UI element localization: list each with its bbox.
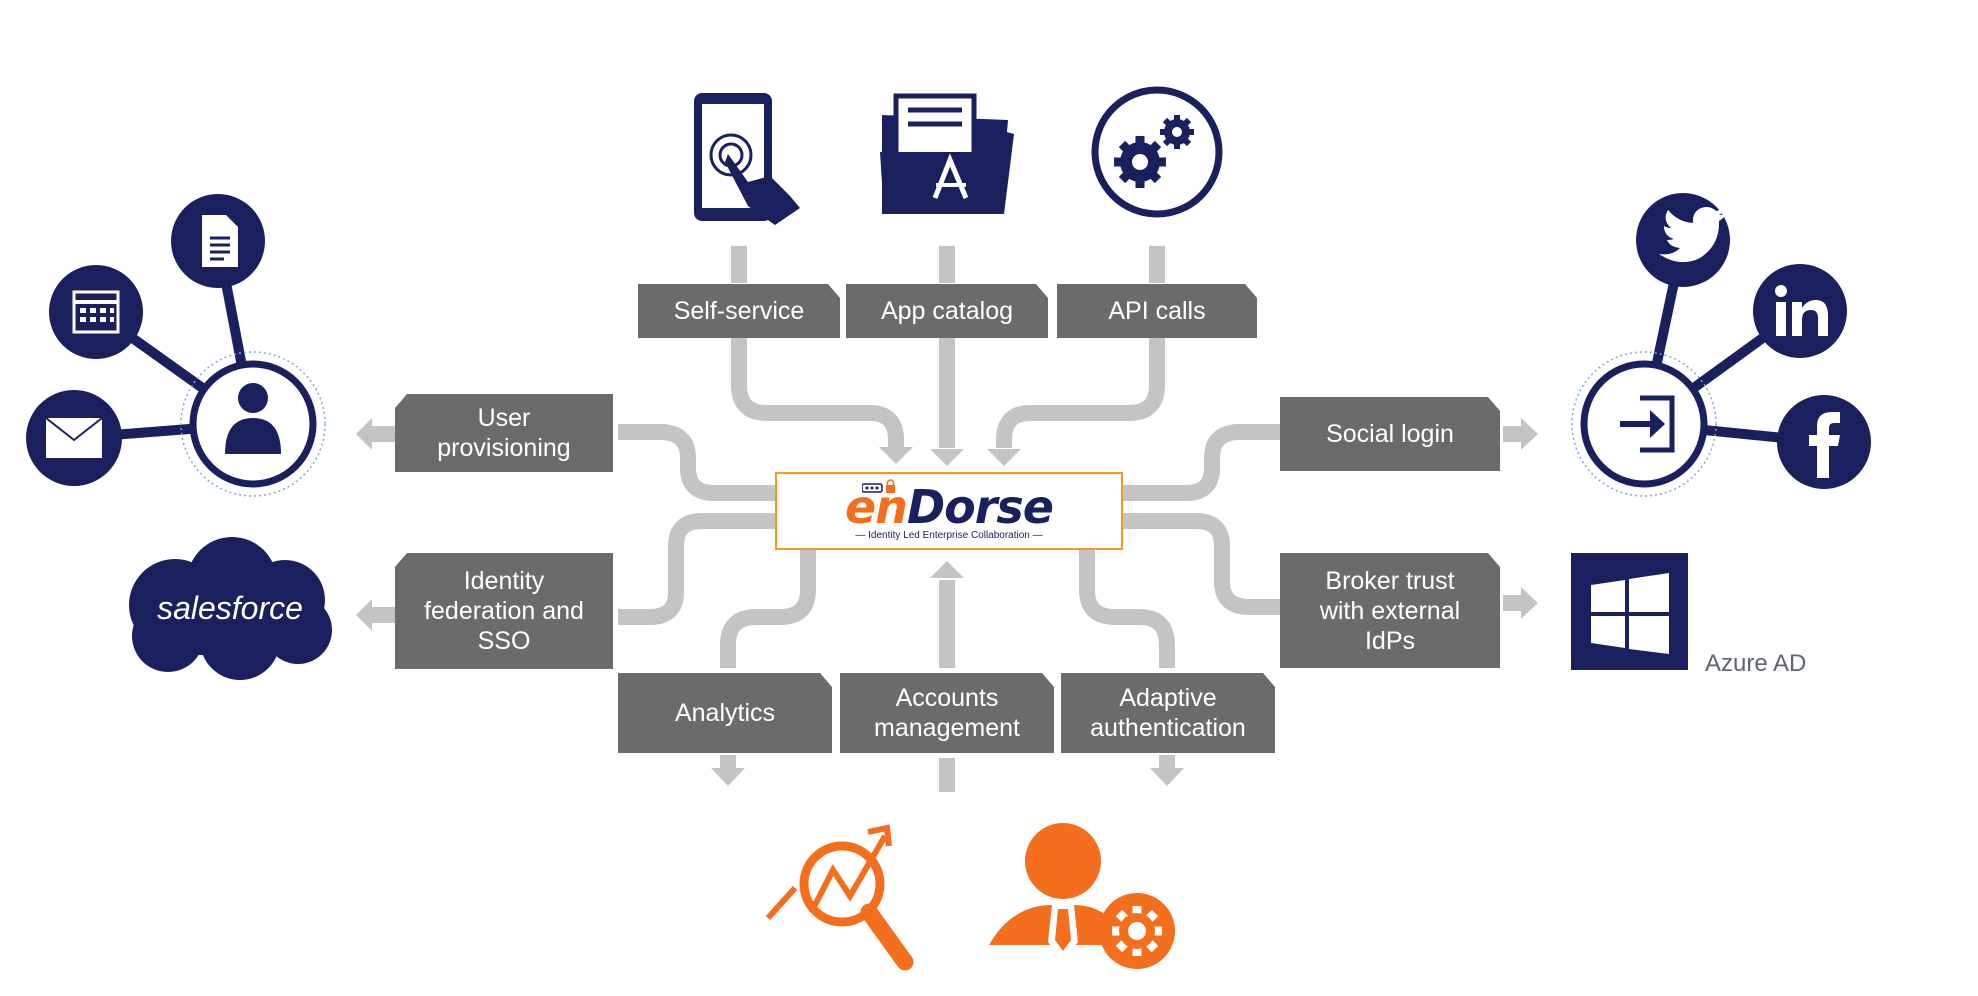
connectors bbox=[371, 246, 1523, 792]
box-social-login-label: Social login bbox=[1326, 420, 1454, 448]
box-api-calls-label: API calls bbox=[1108, 297, 1206, 325]
analytics-search-icon bbox=[765, 824, 914, 971]
azure-ad-label: Azure AD bbox=[1705, 650, 1807, 677]
box-social-login: Social login bbox=[1280, 397, 1500, 471]
lock-icon bbox=[862, 479, 895, 493]
arrowheads bbox=[356, 418, 1538, 786]
logo-wordmark: enDorse bbox=[777, 480, 1121, 534]
linkedin-icon bbox=[1753, 264, 1847, 358]
box-adaptive-authentication: Adaptive authentication bbox=[1061, 673, 1275, 753]
box-self-service-label: Self-service bbox=[673, 297, 805, 325]
box-accounts-management-label: Accounts management bbox=[874, 684, 1020, 742]
mail-icon bbox=[26, 390, 122, 486]
box-broker-trust: Broker trust with external IdPs bbox=[1280, 553, 1500, 668]
login-icon bbox=[1580, 360, 1708, 488]
box-app-catalog: App catalog bbox=[846, 284, 1048, 338]
left-app-cluster bbox=[26, 194, 326, 497]
mobile-touch-icon bbox=[694, 93, 800, 225]
logo-tagline: — Identity Led Enterprise Collaboration … bbox=[855, 530, 1043, 541]
app-folder-icon bbox=[880, 93, 1014, 214]
logo-word-dorse: Dorse bbox=[906, 480, 1054, 534]
gears-icon bbox=[1091, 86, 1223, 218]
twitter-icon bbox=[1636, 193, 1730, 287]
box-adaptive-authentication-label: Adaptive authentication bbox=[1090, 684, 1246, 742]
salesforce-text: salesforce bbox=[157, 590, 303, 626]
logo-word-en: en bbox=[844, 480, 908, 534]
document-icon bbox=[171, 194, 265, 288]
box-api-calls: API calls bbox=[1057, 284, 1257, 338]
endorse-logo: enDorse — Identity Led Enterprise Collab… bbox=[775, 472, 1123, 550]
windows-icon bbox=[1571, 553, 1688, 670]
facebook-icon bbox=[1777, 395, 1871, 489]
user-icon bbox=[189, 360, 317, 488]
salesforce-logo: salesforce bbox=[129, 537, 332, 680]
box-broker-trust-label: Broker trust with external IdPs bbox=[1319, 566, 1461, 655]
right-social-cluster bbox=[1571, 193, 1871, 497]
box-app-catalog-label: App catalog bbox=[880, 297, 1014, 325]
box-user-provisioning-label: User provisioning bbox=[437, 404, 571, 462]
box-accounts-management: Accounts management bbox=[840, 673, 1054, 753]
box-analytics-label: Analytics bbox=[674, 699, 776, 727]
user-settings-icon bbox=[989, 823, 1175, 969]
calendar-icon bbox=[49, 265, 143, 359]
box-analytics: Analytics bbox=[618, 673, 832, 753]
box-identity-federation-label: Identity federation and SSO bbox=[424, 567, 584, 655]
box-self-service: Self-service bbox=[638, 284, 840, 338]
box-user-provisioning: User provisioning bbox=[395, 394, 613, 472]
box-identity-federation: Identity federation and SSO bbox=[395, 553, 613, 669]
